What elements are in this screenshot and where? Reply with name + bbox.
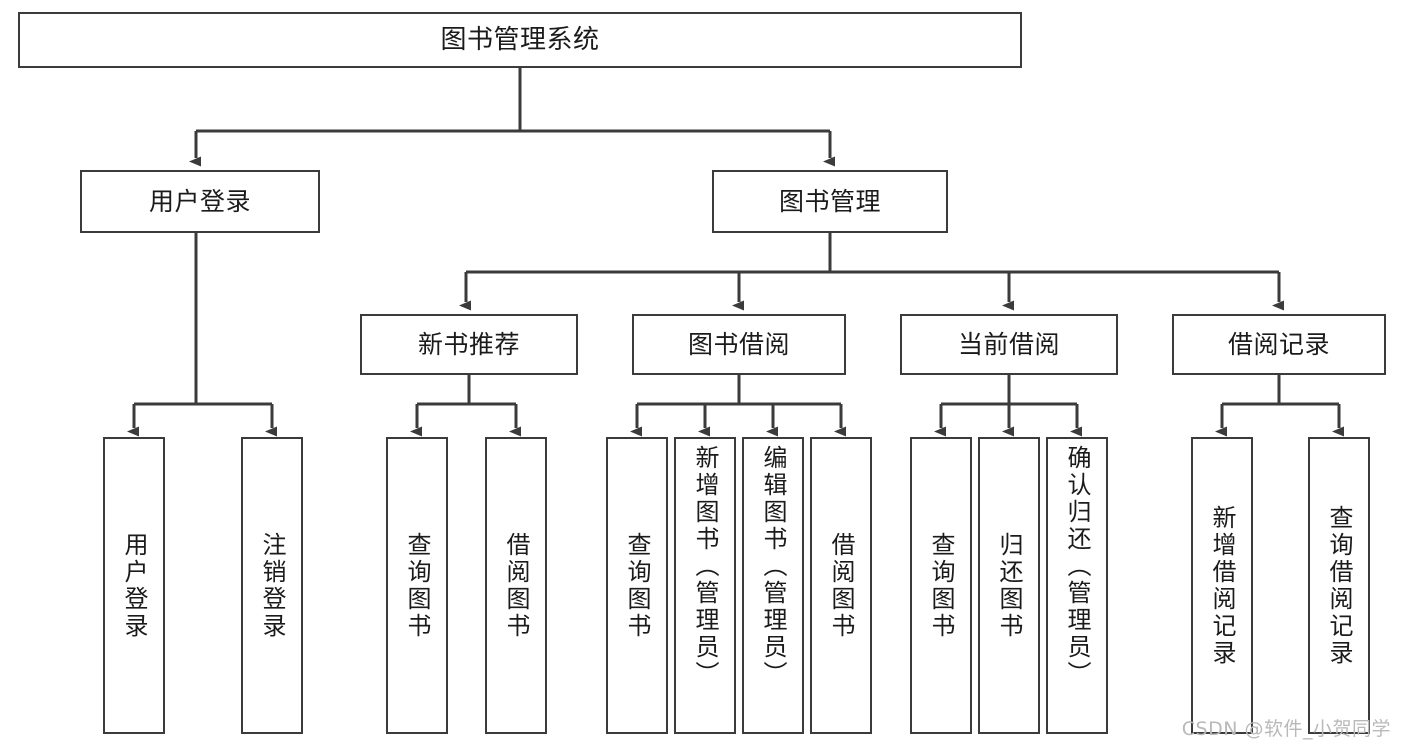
node-leaf-borrow-book-2[interactable]: 借阅图书: [810, 437, 872, 734]
node-label: 新增借阅记录: [1208, 504, 1236, 667]
node-leaf-query-book-2[interactable]: 查询图书: [606, 437, 668, 734]
node-label: 新书推荐: [417, 329, 520, 359]
node-leaf-query-borrow-record[interactable]: 查询借阅记录: [1308, 437, 1370, 734]
node-label: 编辑图书（管理员）: [759, 445, 787, 688]
node-leaf-user-login[interactable]: 用户登录: [103, 437, 165, 734]
node-label: 注销登录: [258, 531, 286, 640]
node-leaf-confirm-return[interactable]: 确认归还（管理员）: [1046, 437, 1108, 734]
node-book-borrow[interactable]: 图书借阅: [632, 314, 846, 375]
node-label: 借阅记录: [1227, 329, 1330, 359]
node-leaf-logout[interactable]: 注销登录: [241, 437, 303, 734]
node-label: 确认归还（管理员）: [1063, 445, 1091, 688]
node-borrow-record[interactable]: 借阅记录: [1172, 314, 1386, 375]
node-book-manage[interactable]: 图书管理: [712, 170, 948, 233]
node-leaf-add-borrow-record[interactable]: 新增借阅记录: [1191, 437, 1253, 734]
node-book-management-system[interactable]: 图书管理系统: [18, 12, 1022, 68]
node-current-borrow[interactable]: 当前借阅: [900, 314, 1118, 375]
node-label: 归还图书: [995, 531, 1023, 640]
node-label: 新增图书（管理员）: [691, 445, 719, 688]
node-label: 用户登录: [120, 531, 148, 640]
node-leaf-edit-book[interactable]: 编辑图书（管理员）: [742, 437, 804, 734]
node-label: 借阅图书: [827, 531, 855, 640]
node-label: 图书管理: [778, 186, 881, 216]
node-label: 查询借阅记录: [1325, 504, 1353, 667]
node-leaf-return-book[interactable]: 归还图书: [978, 437, 1040, 734]
node-leaf-borrow-book-1[interactable]: 借阅图书: [485, 437, 547, 734]
node-leaf-query-book-1[interactable]: 查询图书: [386, 437, 448, 734]
node-label: 用户登录: [148, 186, 251, 216]
node-leaf-add-book[interactable]: 新增图书（管理员）: [674, 437, 736, 734]
node-label: 当前借阅: [957, 329, 1060, 359]
node-new-book-recommend[interactable]: 新书推荐: [360, 314, 578, 375]
node-label: 查询图书: [623, 531, 651, 640]
node-user-login[interactable]: 用户登录: [80, 170, 320, 233]
node-label: 借阅图书: [502, 531, 530, 640]
node-label: 图书借阅: [687, 329, 790, 359]
node-leaf-query-book-3[interactable]: 查询图书: [910, 437, 972, 734]
node-label: 查询图书: [403, 531, 431, 640]
node-label: 查询图书: [927, 531, 955, 640]
csdn-watermark: CSDN @软件_小贺同学: [1181, 718, 1391, 740]
node-label: 图书管理系统: [440, 24, 600, 55]
